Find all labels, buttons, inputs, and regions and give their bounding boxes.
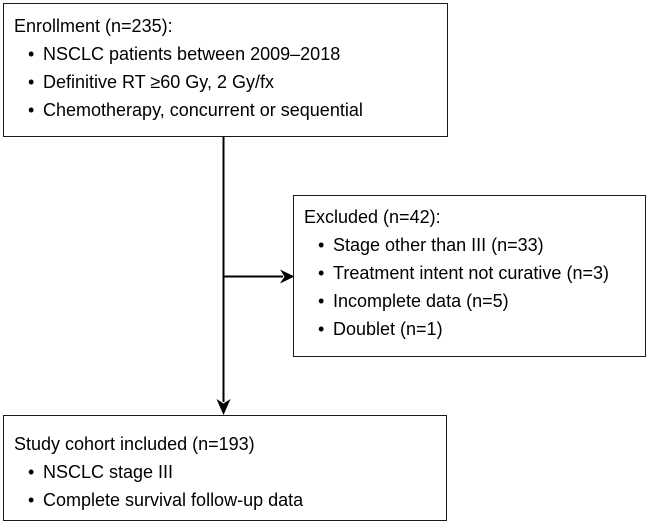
bullet-text: Doublet (n=1) (333, 319, 443, 339)
bullet-marker: • (318, 235, 325, 255)
list-item: • Incomplete data (n=5) (318, 287, 645, 315)
list-item: • NSCLC patients between 2009–2018 (28, 40, 447, 68)
arrowhead-down-icon (216, 399, 231, 415)
bullet-marker: • (28, 72, 35, 92)
study-cohort-box: Study cohort included (n=193) • NSCLC st… (3, 415, 447, 521)
list-item: • Chemotherapy, concurrent or sequential (28, 96, 447, 124)
enrollment-bullet-list: • NSCLC patients between 2009–2018 • Def… (4, 40, 447, 124)
bullet-text: NSCLC patients between 2009–2018 (43, 44, 341, 64)
list-item: • Definitive RT ≥60 Gy, 2 Gy/fx (28, 68, 447, 96)
bullet-marker: • (28, 44, 35, 64)
bullet-marker: • (28, 462, 35, 482)
enrollment-box: Enrollment (n=235): • NSCLC patients bet… (3, 3, 448, 137)
list-item: • Complete survival follow-up data (28, 486, 446, 514)
bullet-text: NSCLC stage III (43, 462, 174, 482)
bullet-text: Treatment intent not curative (n=3) (333, 263, 609, 283)
bullet-marker: • (28, 100, 35, 120)
bullet-marker: • (318, 263, 325, 283)
study-cohort-box-title: Study cohort included (n=193) (14, 434, 255, 454)
bullet-marker: • (318, 319, 325, 339)
list-item: • Treatment intent not curative (n=3) (318, 259, 645, 287)
bullet-marker: • (28, 490, 35, 510)
study-cohort-bullet-list: • NSCLC stage III • Complete survival fo… (4, 458, 446, 514)
bullet-text: Stage other than III (n=33) (333, 235, 544, 255)
bullet-text: Definitive RT ≥60 Gy, 2 Gy/fx (43, 72, 274, 92)
enrollment-box-title: Enrollment (n=235): (14, 16, 173, 36)
bullet-text: Chemotherapy, concurrent or sequential (43, 100, 363, 120)
bullet-text: Complete survival follow-up data (43, 490, 304, 510)
list-item: • Doublet (n=1) (318, 315, 645, 343)
bullet-marker: • (318, 291, 325, 311)
excluded-box-title: Excluded (n=42): (304, 207, 441, 227)
list-item: • Stage other than III (n=33) (318, 231, 645, 259)
excluded-box: Excluded (n=42): • Stage other than III … (293, 195, 646, 357)
excluded-bullet-list: • Stage other than III (n=33) • Treatmen… (294, 231, 645, 343)
bullet-text: Incomplete data (n=5) (333, 291, 509, 311)
list-item: • NSCLC stage III (28, 458, 446, 486)
